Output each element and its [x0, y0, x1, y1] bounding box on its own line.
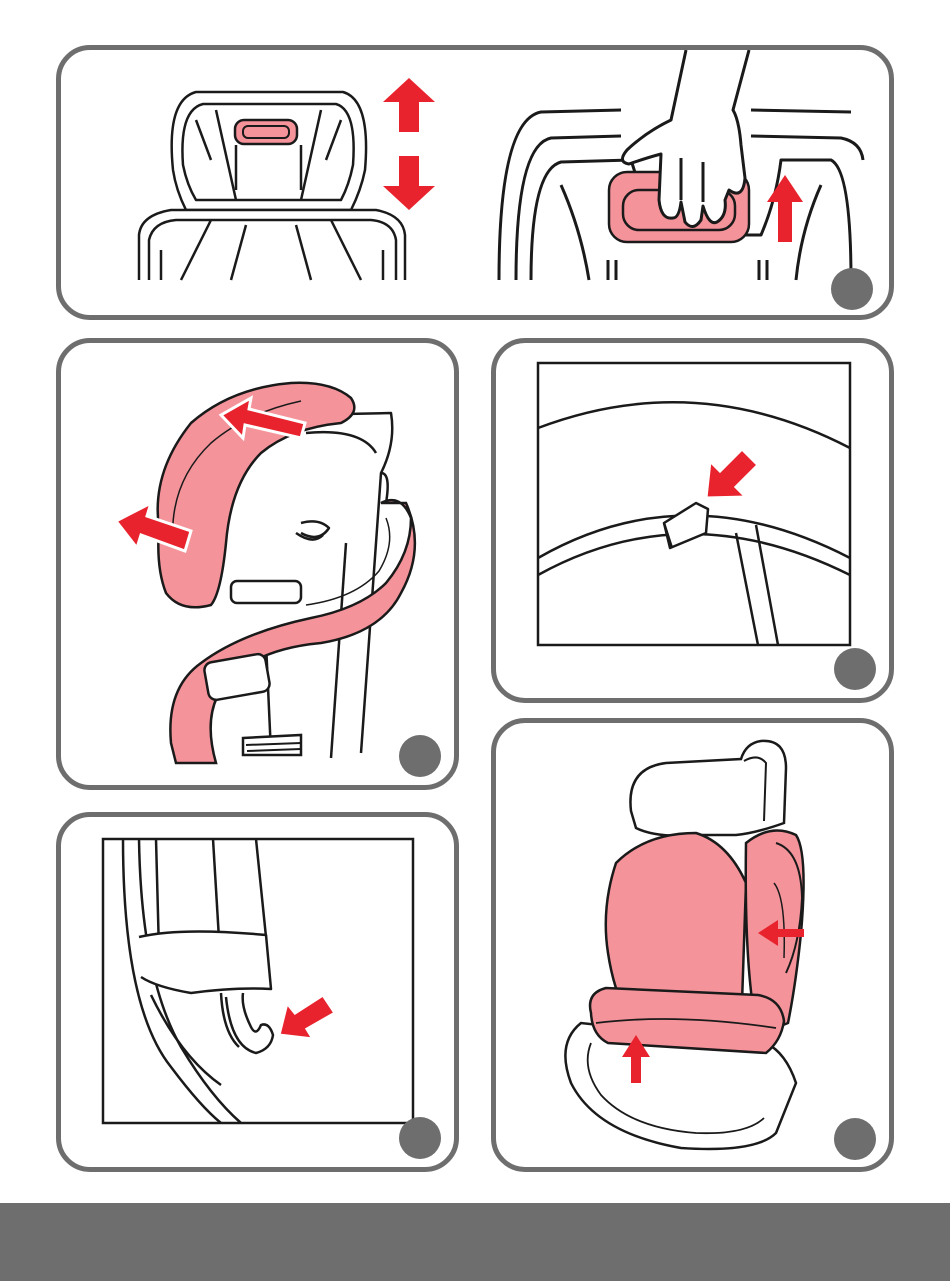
step-indicator: [834, 1118, 876, 1160]
seat-overview-illustration: [496, 723, 889, 1167]
down-left-arrow-icon: [279, 995, 335, 1039]
down-left-arrow-icon: [706, 449, 758, 498]
step-indicator: [399, 735, 441, 777]
panel-clip-detail: [491, 338, 894, 703]
up-down-arrow-icon: [383, 78, 435, 210]
step-indicator: [831, 268, 873, 310]
clip-detail-illustration: [496, 343, 889, 698]
panel-hook-detail: [56, 812, 459, 1172]
up-arrow-icon: [767, 175, 803, 242]
headrest-illustration: [61, 50, 889, 315]
hook-detail-illustration: [61, 817, 454, 1167]
step-indicator: [834, 648, 876, 690]
panel-seat-overview: [491, 718, 894, 1172]
footer-bar: [0, 1203, 950, 1281]
step-indicator: [399, 1117, 441, 1159]
panel-headrest-adjust: [56, 45, 894, 320]
panel-cover-removal: [56, 338, 459, 790]
cover-removal-illustration: [61, 343, 454, 785]
